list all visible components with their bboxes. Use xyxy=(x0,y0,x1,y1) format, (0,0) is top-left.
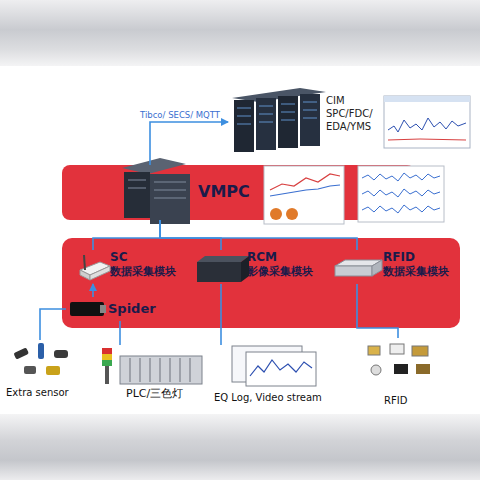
plc-device: PLC/三色灯 xyxy=(96,345,208,402)
log-window xyxy=(232,346,302,382)
trend-line xyxy=(362,173,440,181)
connector-line xyxy=(220,284,222,345)
sc-router xyxy=(80,262,110,275)
sc-module: SC数据采集模块 xyxy=(76,250,178,284)
connector-line xyxy=(40,309,66,340)
connector-line xyxy=(150,122,228,165)
node-label: Extra sensor xyxy=(6,386,69,399)
rfid-reader-side xyxy=(372,260,382,276)
module-caption: 数据采集模块 xyxy=(383,265,449,279)
screenshot-header xyxy=(384,96,470,102)
module-name: RCM xyxy=(247,250,277,265)
module-caption: 影像采集模块 xyxy=(247,265,313,279)
stack-light-red xyxy=(102,348,112,354)
stack-light-yellow xyxy=(102,354,112,360)
rfid-tag xyxy=(416,364,430,374)
server-rack xyxy=(300,94,320,146)
node-label: Spider xyxy=(108,301,156,317)
rcm-box-side xyxy=(241,256,249,282)
stack-light-pole xyxy=(105,350,109,384)
node-label: VMPC xyxy=(198,182,250,202)
module-caption: 数据采集模块 xyxy=(110,265,176,279)
screenshot-limit xyxy=(388,139,466,140)
stack-light-green xyxy=(102,360,112,366)
dashboard-line xyxy=(270,174,340,190)
sensor-device: Extra sensor xyxy=(4,340,76,402)
node-label: CIM SPC/FDC/ EDA/YMS xyxy=(326,94,382,133)
trend-chart xyxy=(358,166,444,222)
connector-line xyxy=(160,220,221,250)
sc-antenna xyxy=(84,255,85,270)
rack-top xyxy=(232,88,326,102)
trend-line xyxy=(362,205,440,213)
rfid-module: RFID数据采集模块 xyxy=(331,250,459,284)
rcm-box xyxy=(197,262,241,282)
sensor-icon xyxy=(38,343,44,359)
spider-module: Spider xyxy=(66,297,158,321)
node-label: PLC/三色灯 xyxy=(126,387,183,401)
sc-router-side xyxy=(80,270,90,280)
rfid-tag xyxy=(368,346,380,355)
rfid-reader-top xyxy=(335,260,382,266)
rack-slots xyxy=(237,102,317,124)
connector-line xyxy=(160,220,357,250)
vmpc-server-slots xyxy=(128,180,186,198)
log-window xyxy=(246,352,316,386)
blurred-bottom-band xyxy=(0,414,480,480)
vmpc-server xyxy=(124,172,150,218)
rfid-reader xyxy=(335,266,372,276)
connector-label: Tibco/ SECS/ MQTT xyxy=(140,110,220,120)
server-node: CIM SPC/FDC/ EDA/YMS xyxy=(228,88,380,150)
connector-line xyxy=(357,284,398,338)
connector-line xyxy=(93,220,160,250)
eq-log-device: EQ Log, Video stream xyxy=(200,345,335,405)
sensor-icon xyxy=(24,366,36,374)
rcm-box-top xyxy=(197,256,249,262)
vmpc-band: VMPC xyxy=(62,165,415,220)
sensor-icon xyxy=(13,347,29,359)
spider-plug xyxy=(100,305,106,313)
module-band xyxy=(62,238,460,328)
server-rack xyxy=(278,96,298,148)
log-trend xyxy=(250,360,312,376)
dashboard-gauge xyxy=(286,208,298,220)
connector-line xyxy=(92,284,94,297)
rfid-tag xyxy=(412,346,428,356)
module-name: SC xyxy=(110,250,127,265)
dashboard-line xyxy=(270,185,340,196)
dashboard-gauge xyxy=(270,208,282,220)
sensor-icon xyxy=(46,366,60,375)
plc-modules xyxy=(130,358,190,382)
node-label: RFID xyxy=(384,394,407,407)
sensor-icon xyxy=(54,350,68,358)
trend-line xyxy=(362,189,440,197)
server-rack xyxy=(256,98,276,150)
sc-router-front xyxy=(90,266,110,280)
node-label: EQ Log, Video stream xyxy=(214,391,322,404)
rfid-tag xyxy=(371,365,381,375)
vmpc-server-top xyxy=(122,158,186,174)
plc-rack xyxy=(120,356,202,384)
module-name: RFID xyxy=(383,250,415,265)
screenshot-frame xyxy=(384,96,470,148)
rfid-tag-device: RFID xyxy=(360,338,438,408)
dashboard-chart xyxy=(264,166,344,224)
rfid-tag xyxy=(394,364,408,374)
server-rack xyxy=(234,100,254,152)
spider-stick xyxy=(70,302,104,316)
screenshot-trend xyxy=(388,118,466,132)
rfid-tag xyxy=(390,344,404,354)
connector-line xyxy=(119,321,121,345)
blurred-top-band xyxy=(0,0,480,66)
vmpc-server xyxy=(150,174,190,224)
rcm-module: RCM影像采集模块 xyxy=(193,250,305,284)
